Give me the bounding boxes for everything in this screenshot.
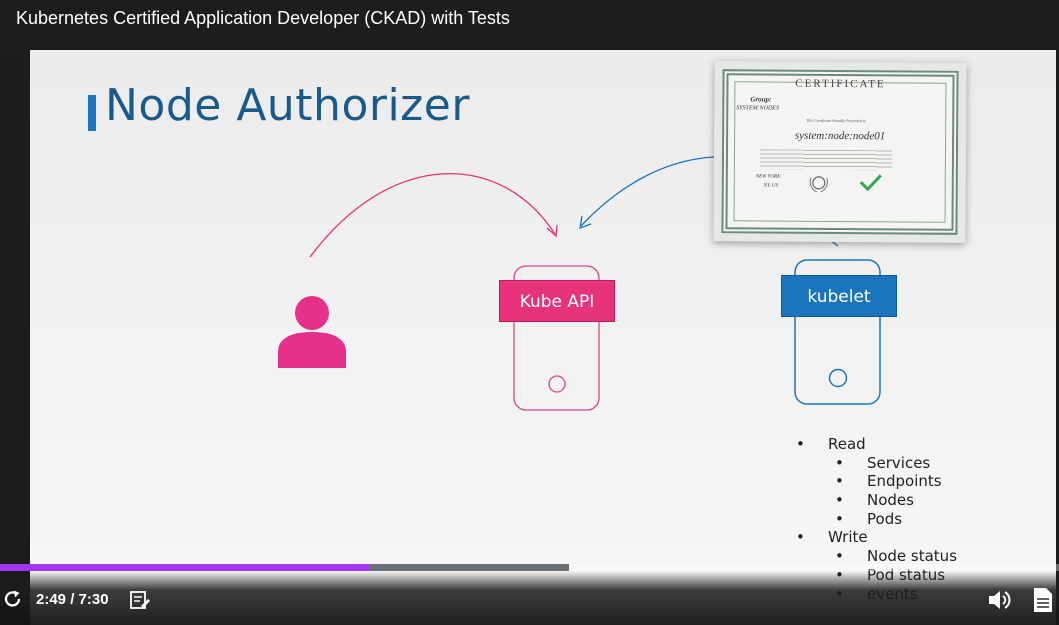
certificate-city: NEW YORK: [755, 174, 781, 180]
course-header: Kubernetes Certified Application Develop…: [0, 0, 1059, 50]
list-item: • Pods: [796, 510, 957, 529]
user-to-api-arrowhead: [546, 224, 558, 238]
certificate-presented-text: This Certificate Proudly Presented to: [806, 117, 866, 124]
list-item: • Endpoints: [796, 472, 957, 491]
bullet-icon: •: [835, 453, 844, 472]
read-item: Nodes: [867, 491, 914, 510]
read-item: Services: [867, 453, 931, 472]
bullet-icon: •: [796, 435, 805, 453]
transcript-icon[interactable]: [1032, 586, 1054, 614]
kube-api-device: [513, 265, 600, 411]
read-item: Pods: [867, 509, 903, 528]
slide-title: Node Authorizer: [105, 80, 470, 131]
volume-icon[interactable]: [987, 588, 1013, 612]
bullet-icon: •: [796, 528, 805, 547]
list-item: • Node status: [796, 547, 957, 566]
replay-icon[interactable]: [2, 588, 24, 610]
time-display: 2:49 / 7:30: [36, 591, 109, 608]
write-item: Node status: [867, 547, 958, 566]
course-title: Kubernetes Certified Application Develop…: [16, 8, 510, 28]
certificate-fine-print: [759, 149, 893, 171]
user-icon: [278, 296, 346, 368]
read-label: Read: [828, 435, 866, 453]
certificate-group-label: Group:: [750, 95, 772, 104]
seal-icon: [809, 176, 828, 193]
list-item-write: • Write: [796, 528, 957, 547]
kubelet-label: kubelet: [781, 275, 897, 317]
cert-to-api-arrowhead: [579, 215, 592, 229]
notes-icon[interactable]: [129, 589, 151, 611]
bullet-icon: •: [835, 491, 844, 510]
list-item: • Nodes: [796, 491, 957, 510]
kube-api-label: Kube API: [499, 280, 615, 322]
user-to-api-arrow: [309, 172, 556, 258]
progress-played: [0, 564, 370, 571]
progress-bar[interactable]: [0, 564, 1059, 571]
certificate-heading: CERTIFICATE: [795, 77, 886, 91]
bullet-icon: •: [835, 509, 844, 528]
slide-diagram: [278, 156, 881, 411]
certificate-group-value: SYSTEM:NODES: [736, 105, 779, 112]
bullet-icon: •: [835, 547, 844, 566]
player-controls: [0, 571, 1059, 625]
node-certificate: CERTIFICATE Group: SYSTEM:NODES This Cer…: [713, 61, 967, 243]
lecture-slide[interactable]: Node Authorizer: [30, 50, 1056, 625]
list-item: • Services: [796, 454, 957, 473]
kubelet-device: [794, 259, 881, 405]
certificate-name: system:node:node01: [794, 129, 886, 143]
write-label: Write: [828, 528, 868, 547]
bullet-icon: •: [835, 472, 844, 491]
title-accent-bar: [88, 95, 96, 131]
read-item: Endpoints: [867, 472, 942, 491]
checkmark-icon: [859, 174, 882, 192]
certificate-state: NY, US: [763, 183, 779, 189]
list-item-read: • Read: [796, 435, 957, 454]
cert-to-api-arrow: [580, 156, 715, 227]
permissions-list: •Read •Services •Endpoints •Nodes •Pods …: [796, 435, 957, 603]
